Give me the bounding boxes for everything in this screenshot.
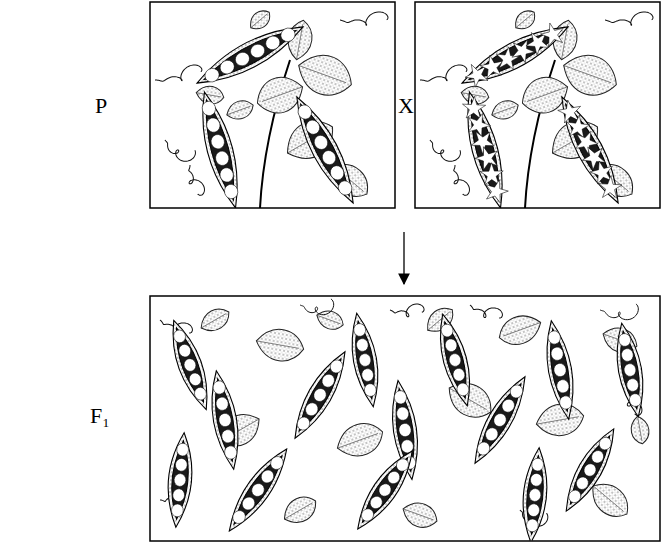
tendril <box>160 135 197 166</box>
leaf <box>279 491 322 529</box>
generation-label: X <box>398 95 414 117</box>
generation-label: F₁ <box>90 405 110 427</box>
pea-plants <box>158 299 651 541</box>
round-pea-pod <box>345 311 384 409</box>
round-pea-pod <box>220 442 296 537</box>
tendril <box>600 304 638 320</box>
round-pea-pod <box>432 311 479 409</box>
tendril <box>420 62 469 89</box>
leaf <box>332 417 388 463</box>
wrinkled-pea-pod <box>548 89 633 208</box>
tendril <box>446 164 472 197</box>
leaf <box>489 97 521 123</box>
round-pea-pod <box>285 346 355 444</box>
round-pea-pod <box>164 432 195 529</box>
tendril <box>605 10 654 29</box>
leaf <box>629 415 651 446</box>
round-pea-pod <box>205 369 245 471</box>
pea-plant <box>155 6 389 208</box>
panel-frame <box>150 2 395 208</box>
round-pea-pod <box>192 89 247 208</box>
leaf <box>292 47 358 103</box>
leaf <box>399 498 441 532</box>
round-pea-pod <box>348 444 421 535</box>
tendril <box>300 299 334 315</box>
leaf <box>314 307 346 333</box>
round-pea-pod <box>163 316 217 413</box>
tendril <box>468 304 503 321</box>
cross-arrow <box>403 232 404 284</box>
tendril <box>155 62 204 89</box>
leaf <box>254 325 307 364</box>
tendril <box>425 135 462 166</box>
leaf <box>511 6 539 33</box>
round-pea-pod <box>519 447 550 541</box>
generation-label: P <box>95 95 107 117</box>
panel-frame <box>150 296 660 541</box>
leaf <box>196 304 233 337</box>
round-pea-pod <box>191 16 309 95</box>
round-pea-pod <box>540 319 580 421</box>
leaf <box>224 97 256 123</box>
pea-plant <box>420 6 654 208</box>
panel-frame <box>415 2 660 208</box>
leaf <box>246 6 274 33</box>
round-pea-pod <box>556 423 624 517</box>
round-pea-pod <box>286 91 365 208</box>
tendril <box>340 10 389 29</box>
wrinkled-pea-pod <box>454 12 575 97</box>
round-pea-pod <box>465 371 535 469</box>
leaf <box>534 400 587 439</box>
wrinkled-pea-pod <box>455 88 517 208</box>
tendril <box>181 164 207 197</box>
round-pea-pod <box>610 321 649 419</box>
leaf <box>557 47 623 103</box>
tendril <box>390 303 425 320</box>
